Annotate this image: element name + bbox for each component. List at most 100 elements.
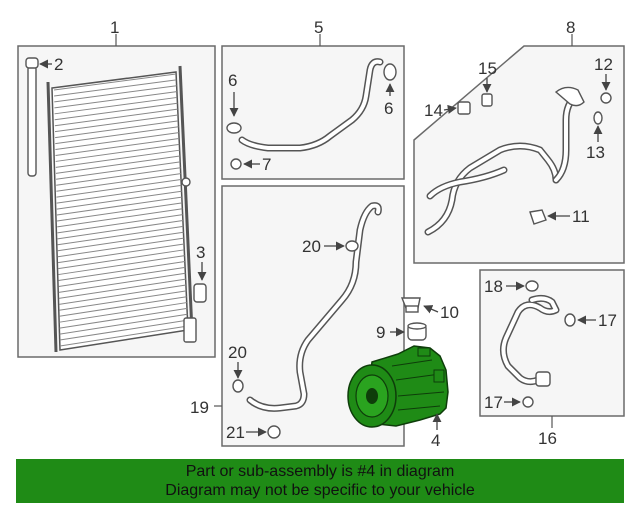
info-banner: Part or sub-assembly is #4 in diagram Di… [16,459,624,503]
callout-20b: 20 [228,343,247,362]
o-ring-17a [564,313,576,327]
bolt-21 [267,425,281,439]
condenser-fin [59,296,187,317]
banner-line-1: Part or sub-assembly is #4 in diagram [185,463,455,480]
callout-12: 12 [594,55,613,74]
condenser-fin [56,202,183,222]
condenser-fin [53,73,177,91]
o-ring-18 [525,280,539,292]
condenser-fin [55,120,179,139]
condenser-fin [54,85,177,103]
hose-group-19[interactable] [214,185,405,447]
condenser-fin [56,190,182,210]
banner-line-2: Diagram may not be specific to your vehi… [165,482,475,499]
callout-5: 5 [314,18,323,37]
condenser-fin [59,302,187,323]
condenser-fin [58,284,187,305]
condenser-fin [57,231,184,252]
condenser-fin [58,255,185,276]
callout-8: 8 [566,18,575,37]
fitting-10[interactable] [400,297,421,313]
condenser-fin [58,261,186,282]
condenser-fin [54,102,178,121]
callout-10-leader [423,305,439,314]
valve-11 [529,209,547,225]
hose-group-8[interactable] [413,34,625,264]
condenser-fin [59,307,188,329]
o-ring-20a [345,240,359,252]
condenser-fin [55,143,180,162]
hose-box-5 [221,45,405,180]
callout-17a: 17 [598,311,617,330]
condenser-fin [56,184,182,204]
o-ring-20b [232,379,244,393]
condenser-fin [58,278,186,299]
condenser-fin [57,220,184,240]
condenser-fin [55,149,180,168]
condenser-fin [56,167,181,186]
callout-11: 11 [572,207,590,226]
condenser-fin [59,313,188,335]
o-ring-17b [522,396,534,408]
callout-4: 4 [431,431,440,450]
callout-15: 15 [478,59,497,78]
o-ring-12 [600,92,612,104]
hose-group-5[interactable] [221,34,405,180]
condenser-fin [55,126,179,145]
callout-2: 2 [54,55,63,74]
condenser-fin [57,208,183,228]
o-ring-6a [226,122,242,134]
condenser-fin [57,225,184,246]
condenser-fin [56,173,181,192]
callout-17b: 17 [484,393,503,412]
callout-6b: 6 [384,99,393,118]
condenser-group[interactable] [17,34,216,358]
condenser-fin [55,137,180,156]
condenser-fin [58,249,185,270]
callout-14-leader [443,104,457,114]
condenser-fin [59,325,189,347]
callout-18: 18 [484,277,503,296]
callout-13: 13 [586,143,605,162]
o-ring-13 [593,111,603,125]
condenser-fin [55,155,180,174]
condenser-bracket [181,177,207,343]
receiver-drier [25,57,39,177]
condenser-fin [54,96,178,115]
compressor-4[interactable] [347,345,449,428]
condenser-fin [57,237,184,258]
condenser-fin [54,108,178,127]
condenser-core [46,65,194,353]
condenser-fin [57,214,183,234]
callout-3: 3 [196,243,205,262]
o-ring-6b [383,63,397,81]
callout-14: 14 [424,101,443,120]
seal-9[interactable] [407,322,427,341]
condenser-fin [56,161,181,180]
cap-15 [481,93,493,107]
condenser-fin [56,178,182,198]
condenser-fin [54,91,177,109]
callout-6a: 6 [228,71,237,90]
cap-14 [457,101,471,115]
condenser-fin [58,272,186,293]
condenser-fin [59,319,188,341]
condenser-fin [54,79,177,97]
callout-20a: 20 [302,237,321,256]
condenser-fin [54,114,179,133]
callout-7: 7 [262,155,271,174]
condenser-fin [56,196,182,216]
callout-10: 10 [440,303,459,322]
condenser-fin [58,266,186,287]
callout-9: 9 [376,323,385,342]
condenser-fin [57,243,185,264]
condenser-fin [59,290,187,311]
callout-21: 21 [226,423,245,442]
nut-7 [230,158,242,170]
callout-1: 1 [110,18,119,37]
condenser-fin [55,132,179,151]
callout-16: 16 [538,429,557,448]
callout-19: 19 [190,398,209,417]
hose-group-16[interactable] [479,269,625,428]
